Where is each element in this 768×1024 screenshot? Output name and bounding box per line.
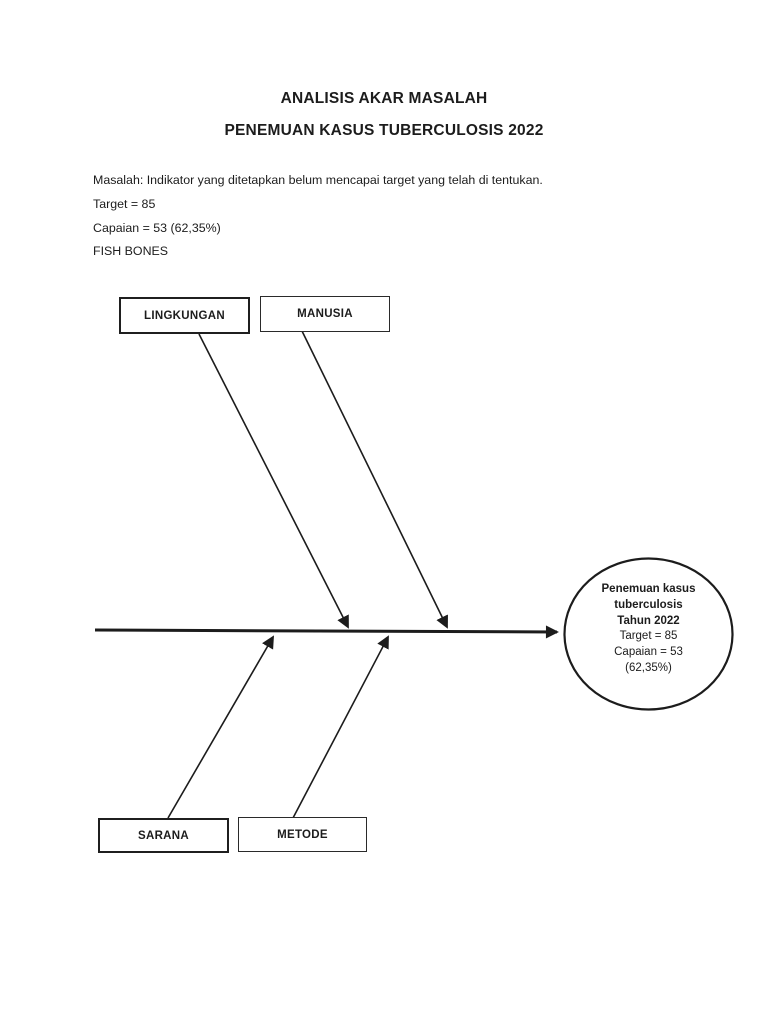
effect-ellipse: [563, 557, 734, 711]
problem-statement: Masalah: Indikator yang ditetapkan belum…: [93, 173, 543, 187]
page-subtitle: PENEMUAN KASUS TUBERCULOSIS 2022: [224, 122, 544, 139]
effect-detail-target: Target = 85: [619, 630, 678, 643]
cause-label-manusia: MANUSIA: [297, 308, 353, 320]
fishbone-section-label: FISH BONES: [93, 244, 169, 258]
effect-detail-capaian: Capaian = 53: [614, 646, 683, 659]
cause-box-lingkungan: LINGKUNGAN: [119, 297, 250, 334]
cause-label-metode: METODE: [277, 828, 328, 841]
effect-title-line2: tuberculosis: [614, 598, 683, 611]
effect-text: Penemuan kasus tuberculosis Tahun 2022 T…: [564, 582, 733, 677]
cause-arrow-sarana: [167, 635, 274, 819]
effect-title-line1: Penemuan kasus: [601, 583, 696, 595]
cause-label-lingkungan: LINGKUNGAN: [144, 309, 225, 322]
cause-label-sarana: SARANA: [138, 829, 189, 842]
effect-title-line3: Tahun 2022: [617, 614, 680, 627]
capaian-value: Capaian = 53 (62,35%): [93, 221, 221, 235]
cause-arrow-manusia: [301, 330, 448, 629]
cause-arrow-metode: [292, 635, 389, 819]
cause-box-sarana: SARANA: [98, 818, 229, 853]
cause-box-manusia: MANUSIA: [260, 296, 390, 332]
fishbone-spine-arrow: [94, 625, 559, 639]
cause-arrow-lingkungan: [198, 333, 349, 629]
effect-detail-percentage: (62,35%): [625, 661, 672, 674]
cause-box-metode: METODE: [238, 817, 367, 852]
target-value: Target = 85: [93, 197, 156, 211]
page-title: ANALISIS AKAR MASALAH: [280, 90, 488, 107]
